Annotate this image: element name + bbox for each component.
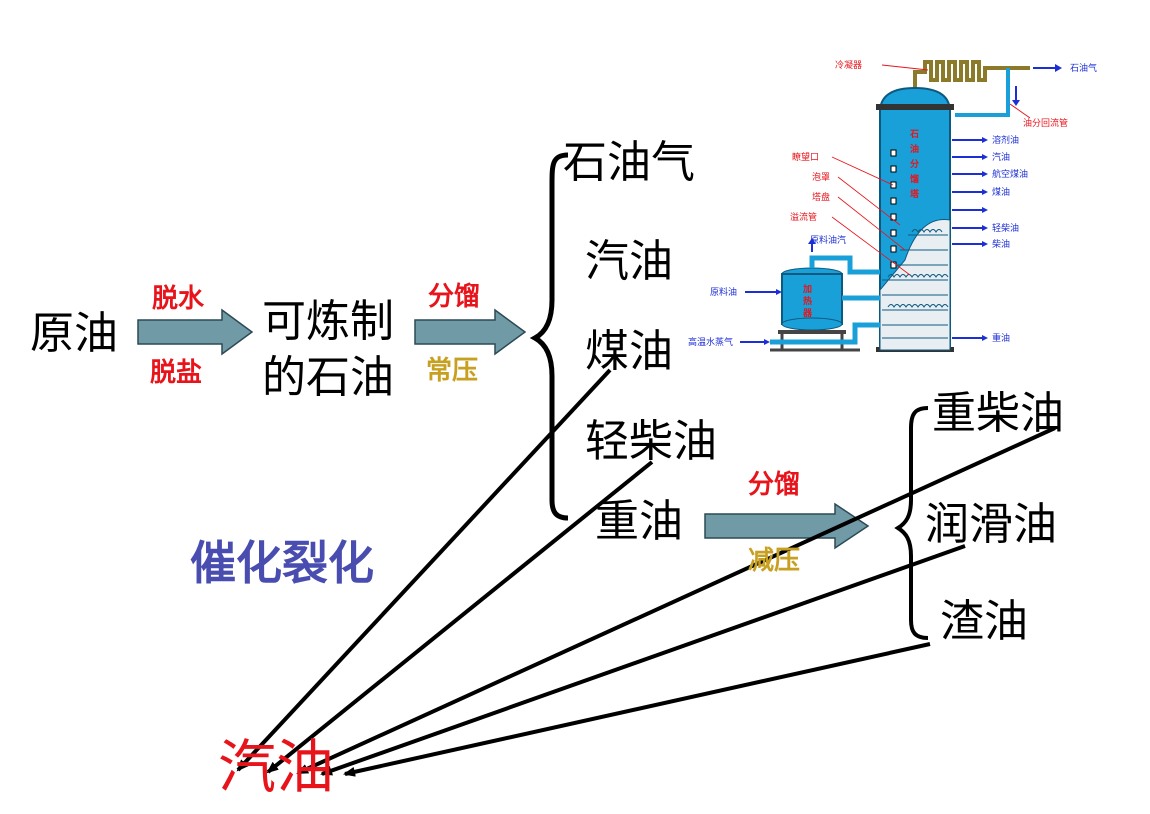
atmospheric-distill-arrow [414, 308, 527, 356]
output-diesel: 柴油 [992, 238, 1010, 250]
fractionation-label: 分馏 [428, 282, 481, 312]
tower-title-char: 石 [909, 129, 919, 140]
vacuum-label: 减压 [748, 546, 801, 576]
heavy-diesel-to-gasoline-arrow [296, 426, 1056, 775]
tower-title-char: 塔 [910, 188, 920, 200]
catalytic-cracking-label: 催化裂化 [190, 536, 374, 590]
heavy-product-heavy-diesel: 重柴油 [932, 388, 1064, 439]
output-jet-fuel: 航空煤油 [992, 168, 1028, 180]
vacuum-fractionation-label: 分馏 [748, 470, 801, 500]
dehydrate-arrow [137, 308, 254, 356]
output-gasoline: 汽油 [992, 151, 1010, 163]
refinable-oil-line1: 可炼制 [262, 296, 394, 347]
reflux-label: 油分回流管 [1023, 117, 1068, 129]
condenser-label: 冷凝器 [835, 59, 862, 71]
label-tray: 塔盘 [812, 191, 830, 203]
heater-char: 加 [802, 283, 812, 295]
output-heavy-oil: 重油 [992, 332, 1010, 344]
desalt-label: 脱盐 [150, 358, 203, 388]
fractionating-tower-illustration: 石 油 分 馏 塔 溶剂油 汽油 航空煤油 煤油 轻柴油 柴油 重油 石油气 冷… [688, 59, 1097, 352]
atmospheric-label: 常压 [426, 356, 479, 386]
tower-cutaway [879, 219, 951, 351]
crude-oil-label: 原油 [30, 308, 118, 359]
result-gasoline-label: 汽油 [218, 733, 335, 801]
tower-title-char: 分 [910, 158, 919, 170]
label-peephole: 瞭望口 [792, 151, 819, 163]
product-light-diesel: 轻柴油 [585, 416, 717, 467]
output-light-diesel: 轻柴油 [992, 222, 1019, 234]
tower-title-char: 油 [910, 143, 919, 155]
product-gasoline: 汽油 [585, 236, 673, 287]
heavy-product-residue: 渣油 [940, 596, 1028, 647]
residue-to-gasoline-arrow [343, 642, 931, 777]
condenser-coil [913, 60, 1030, 92]
dehydrate-label: 脱水 [152, 284, 205, 314]
product-heavy-oil: 重油 [595, 496, 683, 547]
product-brace [529, 152, 569, 521]
label-feed-vapor: 原料油汽 [810, 234, 846, 246]
heavy-product-lube-oil: 润滑油 [925, 499, 1057, 550]
reflux-pipe [955, 68, 1010, 117]
product-kerosene: 煤油 [585, 326, 673, 377]
label-feed-oil: 原料油 [710, 286, 737, 298]
label-steam: 高温水蒸气 [688, 336, 733, 348]
heater-char: 器 [802, 308, 813, 319]
heavy-product-brace [894, 406, 929, 640]
output-kerosene: 煤油 [992, 186, 1010, 198]
label-downcomer: 溢流管 [790, 211, 817, 223]
product-lpg: 石油气 [563, 137, 695, 188]
lube-to-gasoline-arrow [320, 544, 966, 776]
output-solvent-oil: 溶剂油 [992, 134, 1019, 146]
tower-peep-holes [890, 149, 897, 269]
tower-title-char: 馏 [909, 173, 919, 185]
light-diesel-to-gasoline-arrow [266, 460, 654, 774]
kerosene-to-gasoline-arrow [236, 368, 612, 772]
refinable-oil-line2: 的石油 [262, 352, 394, 403]
heater [770, 267, 860, 352]
heater-char: 热 [803, 295, 812, 307]
vacuum-distill-arrow [704, 502, 870, 550]
output-gas: 石油气 [1070, 62, 1097, 74]
label-bubble-cap: 泡罩 [812, 171, 830, 183]
